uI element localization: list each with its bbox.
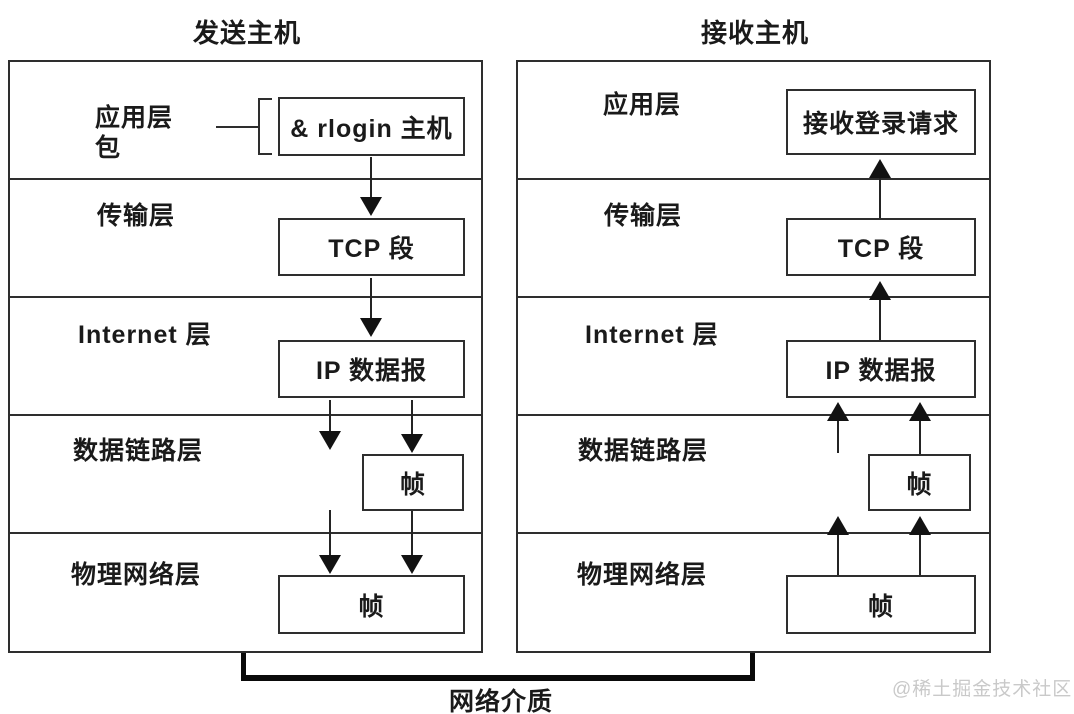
sender-label-internet: Internet 层 — [78, 321, 212, 349]
arrow-down-icon — [319, 555, 341, 574]
arrow-up-icon — [909, 402, 931, 421]
arrow-up-icon — [827, 402, 849, 421]
sender-row-divider — [8, 532, 483, 534]
receiver-row-divider — [516, 414, 991, 416]
receiver-host-title: 接收主机 — [701, 18, 810, 48]
packet-bracket — [258, 98, 272, 155]
network-medium-label: 网络介质 — [449, 688, 554, 714]
sender-arrow-ip-to-datalink-left — [319, 400, 341, 450]
sender-row-divider — [8, 414, 483, 416]
receiver-box-tcp-segment: TCP 段 — [786, 218, 976, 276]
receiver-box-frame-physical: 帧 — [786, 575, 976, 634]
sender-label-physical: 物理网络层 — [71, 561, 202, 589]
receiver-arrow-physical-to-datalink-left — [827, 516, 849, 575]
sender-box-tcp-segment: TCP 段 — [278, 218, 465, 276]
watermark: @稀土掘金技术社区 — [892, 679, 1073, 700]
sender-row-divider — [8, 178, 483, 180]
receiver-box-frame-datalink: 帧 — [868, 454, 971, 511]
receiver-arrow-frame-to-frame — [909, 516, 931, 575]
receiver-box-ip-datagram: IP 数据报 — [786, 340, 976, 398]
arrow-down-icon — [360, 318, 382, 337]
arrow-up-icon — [909, 516, 931, 535]
sender-arrow-ip-to-frame — [401, 400, 423, 453]
receiver-label-application: 应用层 — [603, 91, 682, 119]
sender-box-ip-datagram: IP 数据报 — [278, 340, 465, 398]
receiver-arrow-datalink-to-ip-left — [827, 402, 849, 453]
receiver-label-internet: Internet 层 — [585, 321, 719, 349]
receiver-label-physical: 物理网络层 — [577, 561, 708, 589]
receiver-row-divider — [516, 296, 991, 298]
arrow-up-icon — [869, 281, 891, 300]
receiver-box-login-request: 接收登录请求 — [786, 89, 976, 155]
arrow-up-icon — [869, 159, 891, 178]
sender-arrow-datalink-to-physical-left — [319, 510, 341, 574]
sender-host-title: 发送主机 — [193, 18, 302, 48]
receiver-arrow-tcp-to-app — [869, 159, 891, 218]
sender-arrow-app-to-tcp — [360, 157, 382, 216]
receiver-row-divider — [516, 178, 991, 180]
sender-arrow-frame-to-frame — [401, 511, 423, 574]
sender-label-transport: 传输层 — [97, 202, 176, 230]
receiver-arrow-frame-to-ip — [909, 402, 931, 454]
network-medium-bracket — [241, 653, 755, 681]
arrow-down-icon — [360, 197, 382, 216]
arrow-up-icon — [827, 516, 849, 535]
receiver-arrow-ip-to-tcp — [869, 281, 891, 340]
sender-arrow-tcp-to-ip — [360, 278, 382, 337]
arrow-down-icon — [319, 431, 341, 450]
arrow-down-icon — [401, 434, 423, 453]
sender-box-frame-physical: 帧 — [278, 575, 465, 634]
sender-label-datalink: 数据链路层 — [73, 437, 204, 465]
label-connector-dash — [216, 126, 258, 128]
sender-box-application-packet: & rlogin 主机 — [278, 97, 465, 156]
sender-row-divider — [8, 296, 483, 298]
sender-box-frame-datalink: 帧 — [362, 454, 464, 511]
arrow-down-icon — [401, 555, 423, 574]
receiver-row-divider — [516, 532, 991, 534]
receiver-label-transport: 传输层 — [604, 202, 683, 230]
receiver-label-datalink: 数据链路层 — [578, 437, 709, 465]
sender-label-application: 应用层 包 — [95, 104, 174, 162]
